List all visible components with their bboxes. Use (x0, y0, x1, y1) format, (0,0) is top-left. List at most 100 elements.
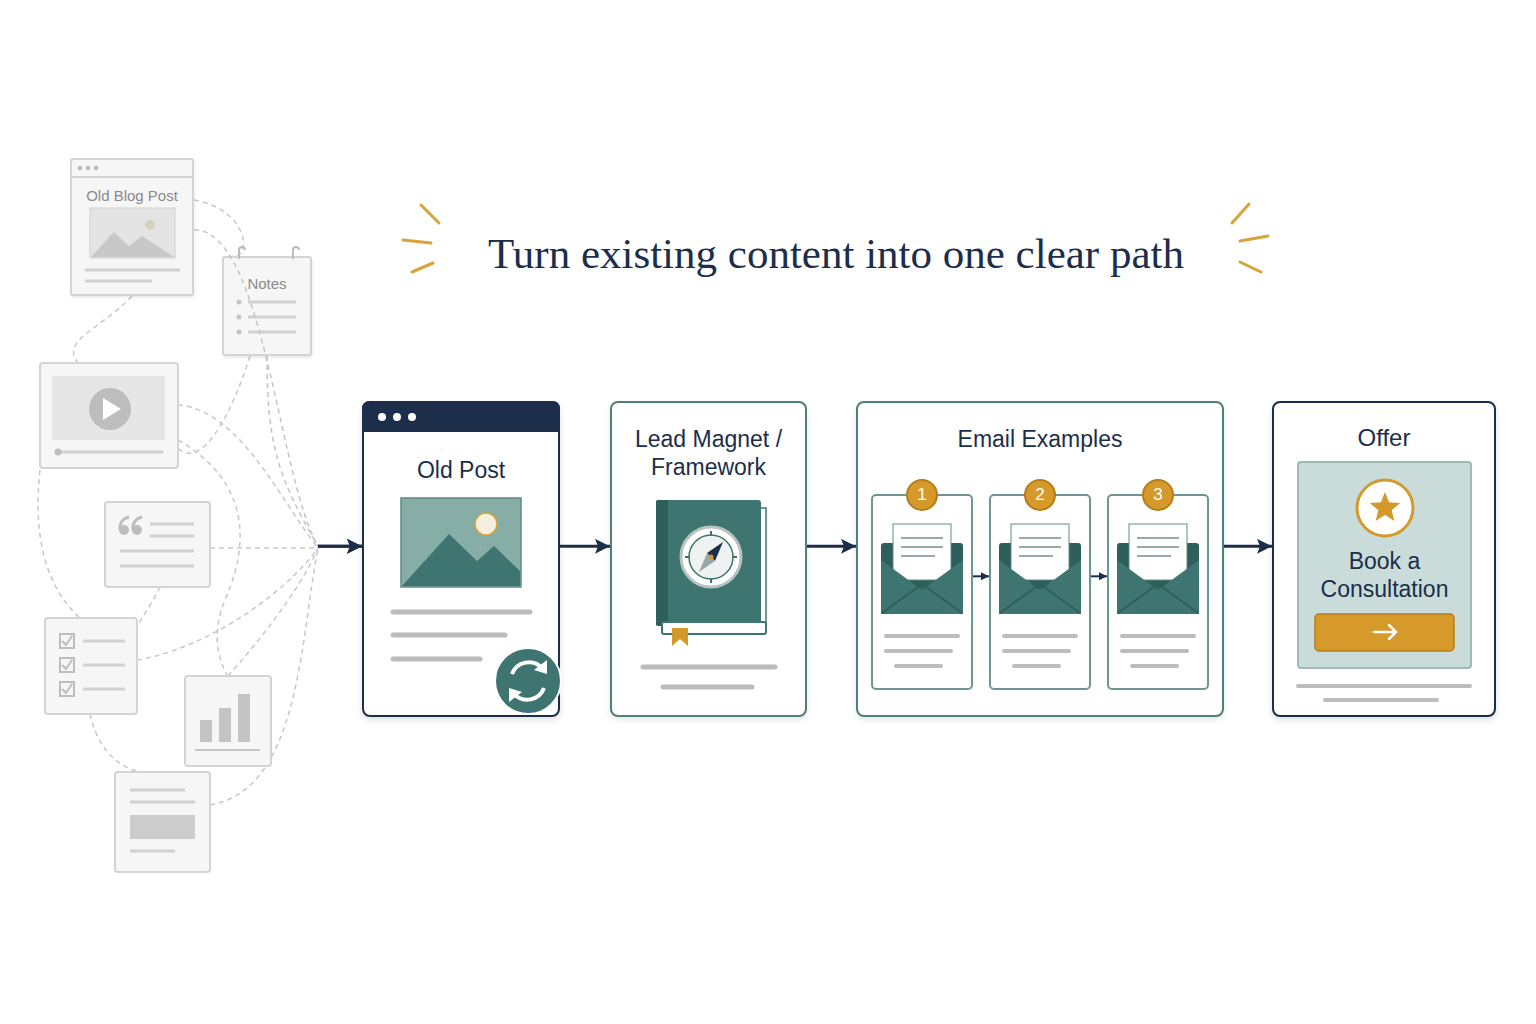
window-dot (378, 413, 386, 421)
sparkle (1240, 262, 1261, 272)
envelope-back (999, 543, 1081, 614)
flow-arrow (194, 230, 362, 547)
letter-line (1137, 538, 1179, 556)
header-rule (71, 176, 193, 178)
envelope-front (881, 560, 963, 614)
text-line (150, 523, 194, 526)
sun-icon (475, 513, 497, 535)
window-dot (393, 413, 401, 421)
envelope-icon (881, 524, 963, 666)
node-label: Old Blog Post (76, 187, 188, 205)
compass-needle (707, 542, 723, 561)
binder-ring (293, 247, 299, 259)
quote-mark (120, 517, 129, 530)
text-line (120, 565, 194, 568)
button-arrow (1374, 625, 1396, 639)
letter (1129, 524, 1187, 580)
text-line (1122, 636, 1194, 666)
dashed-line (38, 470, 80, 618)
book-spine (656, 500, 668, 626)
step-number: 3 (1142, 479, 1174, 511)
text-line (83, 640, 125, 643)
dashed-line (74, 296, 132, 363)
play-icon (103, 398, 121, 420)
text-line (1325, 698, 1437, 702)
arrow-line (318, 545, 362, 548)
refresh-arrow (514, 688, 544, 700)
sparkle (421, 205, 439, 223)
dashed-line (210, 547, 318, 549)
card-outline (45, 618, 137, 714)
letter (1011, 524, 1069, 580)
process-box: Lead Magnet / Framework (610, 401, 807, 717)
text-line (85, 269, 180, 272)
browser-header (362, 401, 560, 432)
step-number: 1 (906, 479, 938, 511)
email-card: 1 (871, 494, 973, 690)
text-line (150, 535, 194, 538)
text-line (248, 331, 296, 334)
sparkle (403, 240, 431, 243)
envelope-fold (1000, 584, 1080, 613)
book-cover (656, 500, 761, 626)
sun-icon (145, 220, 155, 230)
card-outline (185, 676, 271, 766)
process-box: Old Post (362, 401, 560, 717)
bookmark (672, 628, 688, 646)
offer-details (1298, 480, 1470, 700)
text-line (643, 665, 775, 670)
source-card: Old Blog Post (70, 158, 194, 296)
video-frame (52, 376, 165, 440)
node-label: Old Post (372, 456, 550, 484)
bullet (237, 315, 242, 320)
flow-arrow (560, 546, 610, 547)
node-label: Book a Consultation (1313, 547, 1456, 603)
chart-card (185, 676, 271, 766)
window-dot (94, 166, 99, 171)
book-pages (662, 622, 766, 634)
progress-bar (55, 451, 163, 454)
group-box: Email Examples123 (856, 401, 1224, 717)
text-line (120, 550, 194, 553)
compass-ring (689, 535, 733, 579)
sparkle (412, 263, 433, 272)
text-line (1004, 636, 1076, 666)
mountain-icon (402, 534, 520, 586)
text-block (130, 815, 195, 839)
dashed-line (178, 356, 250, 453)
arrow-line (1224, 545, 1272, 548)
step-number: 2 (1024, 479, 1056, 511)
dashed-connector (267, 356, 318, 546)
text-line (83, 688, 125, 691)
envelope-back (881, 543, 963, 614)
envelope-fold (1118, 584, 1198, 613)
chart-bar (219, 708, 231, 742)
quote-card (105, 502, 210, 587)
card-outline (40, 363, 178, 468)
flow-arrow (267, 356, 362, 546)
node-label: Email Examples (868, 425, 1212, 453)
node-label: Offer (1282, 423, 1486, 452)
mountain-icon (91, 232, 174, 257)
envelope-front (999, 560, 1081, 614)
offer-panel: Book a Consultation (1297, 461, 1472, 669)
bullet (237, 300, 242, 305)
dashed-connector (194, 230, 318, 547)
chart-axis (195, 749, 260, 751)
sparkle (1232, 204, 1249, 223)
arrow-line (318, 545, 362, 548)
email-card: 2 (989, 494, 1091, 690)
window-dot (86, 166, 91, 171)
offer-box: OfferBook a Consultation (1272, 401, 1496, 717)
play-button (89, 388, 131, 430)
document-card (115, 772, 210, 872)
node-label: Lead Magnet / Framework (622, 425, 795, 481)
letter (893, 524, 951, 580)
arrow-line (807, 545, 856, 548)
email-card: 3 (1107, 494, 1209, 690)
image-placeholder (90, 208, 175, 258)
compass-tick (685, 531, 737, 583)
